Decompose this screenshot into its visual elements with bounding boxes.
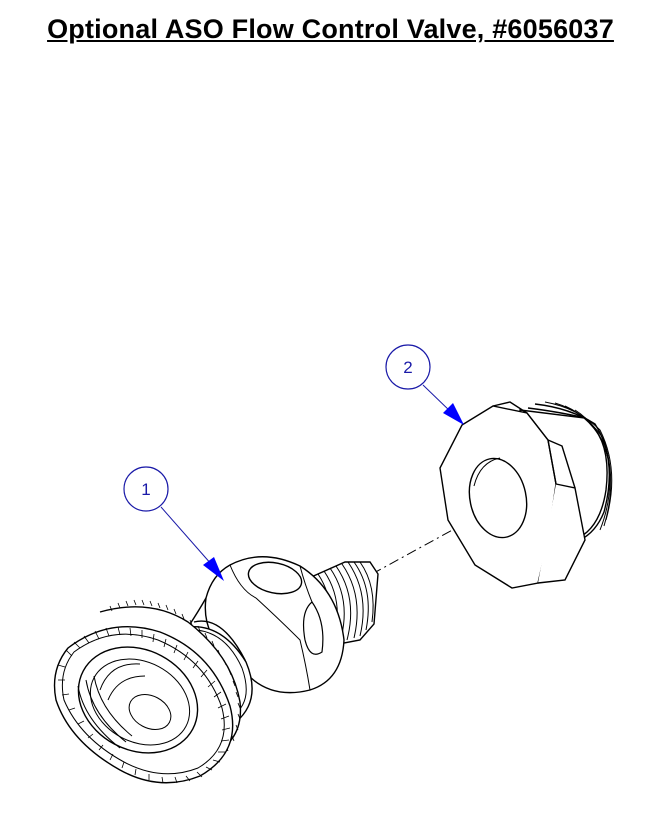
callout-1-leader-arrow [203, 557, 224, 581]
callout-2-leader-line [422, 384, 453, 414]
callout-2-leader-arrow [443, 403, 464, 425]
callout-1-leader-line [160, 506, 213, 566]
callout-2-number: 2 [403, 358, 412, 377]
page-title: Optional ASO Flow Control Valve, #605603… [47, 14, 614, 44]
callout-1-number: 1 [141, 480, 150, 499]
callout-2: 2 [385, 344, 464, 425]
hex-bushing-part [439, 401, 613, 589]
flow-control-valve-part [53, 556, 379, 784]
callout-2-circle [385, 344, 431, 390]
callout-1-circle [123, 466, 169, 512]
callout-1: 1 [123, 466, 224, 581]
